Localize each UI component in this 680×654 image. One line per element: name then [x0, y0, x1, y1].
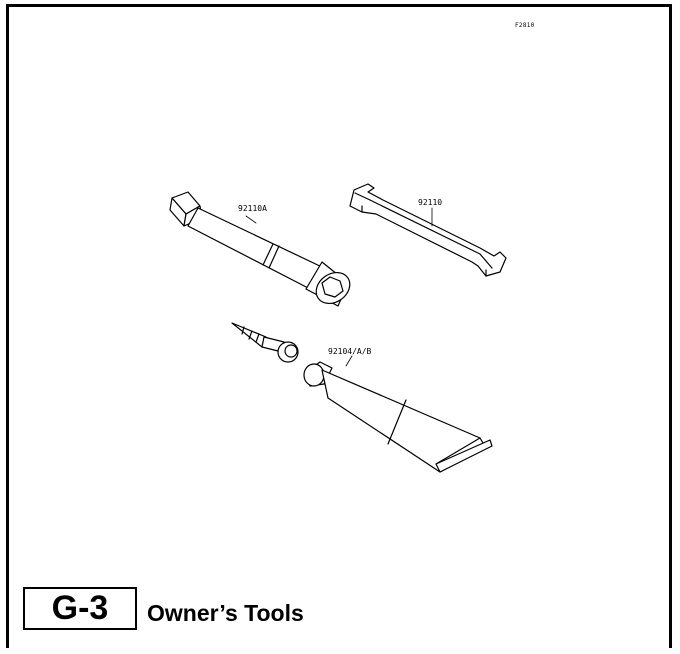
part-label-92104: 92104/A/B [328, 347, 372, 356]
grease-tube-icon [231, 322, 493, 473]
page-title: Owner’s Tools [147, 600, 304, 626]
part-label-92110a: 92110A [238, 204, 267, 213]
section-code: G-3 [23, 587, 137, 630]
part-label-92110: 92110 [418, 198, 442, 207]
box-wrench-icon [169, 191, 351, 307]
figure-code: F2810 [515, 22, 535, 29]
double-open-wrench-icon [349, 183, 507, 277]
page-frame [6, 4, 672, 648]
